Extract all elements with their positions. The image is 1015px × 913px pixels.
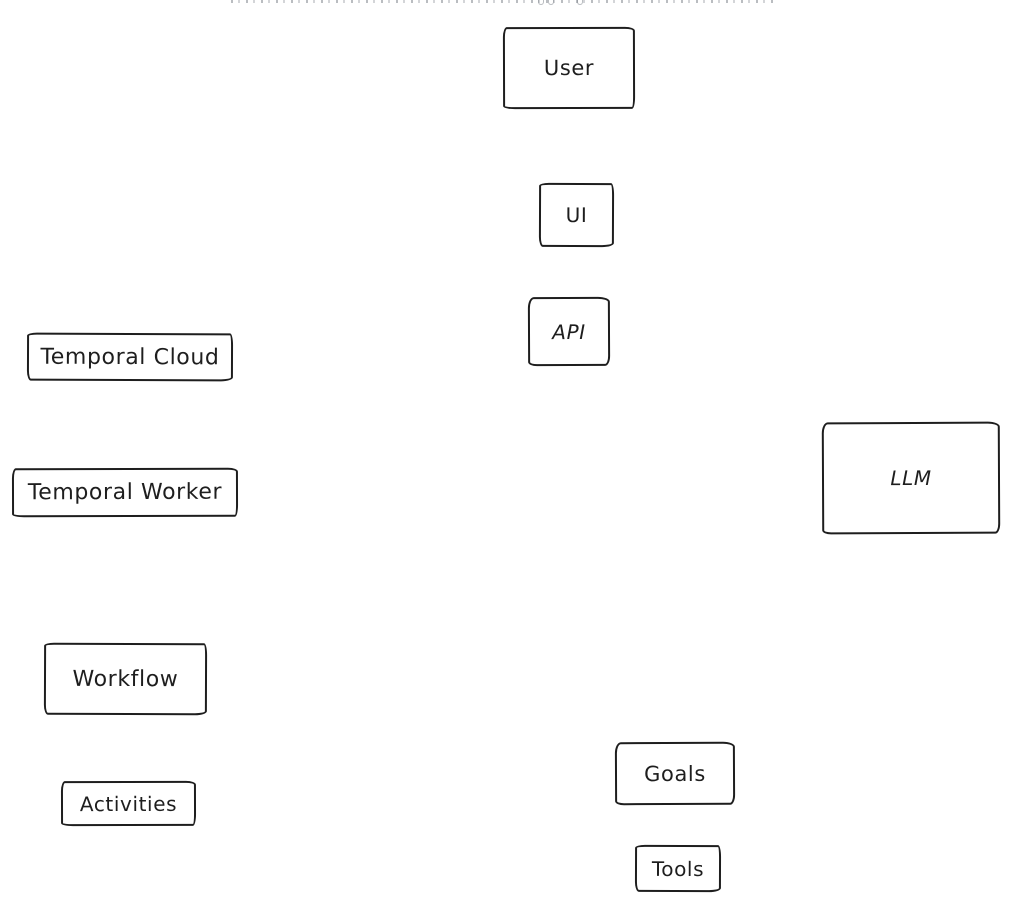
node-user: User <box>502 26 636 110</box>
node-tools: Tools <box>634 844 722 893</box>
clipped-text-descender <box>548 0 554 5</box>
node-activities: Activities <box>60 780 197 827</box>
node-activities-label: Activities <box>79 791 178 816</box>
node-user-label: User <box>543 55 595 81</box>
node-llm-label: LLM <box>890 465 932 491</box>
node-temporal-cloud-label: Temporal Cloud <box>40 344 220 370</box>
node-workflow-label: Workflow <box>72 666 179 692</box>
clipped-text-descender <box>538 0 544 5</box>
clipped-text-descender <box>577 0 583 5</box>
node-ui: UI <box>538 182 615 248</box>
node-temporal-worker: Temporal Worker <box>11 467 239 518</box>
node-goals-label: Goals <box>644 761 706 786</box>
node-temporal-cloud: Temporal Cloud <box>26 332 234 382</box>
node-tools-label: Tools <box>651 856 705 881</box>
node-api: API <box>527 296 611 367</box>
node-llm: LLM <box>821 421 1001 535</box>
node-temporal-worker-label: Temporal Worker <box>27 479 223 506</box>
node-api-label: API <box>552 319 586 344</box>
clipped-top-text-remnant <box>231 0 776 3</box>
node-workflow: Workflow <box>43 642 208 716</box>
node-ui-label: UI <box>565 202 588 228</box>
node-goals: Goals <box>614 741 736 806</box>
